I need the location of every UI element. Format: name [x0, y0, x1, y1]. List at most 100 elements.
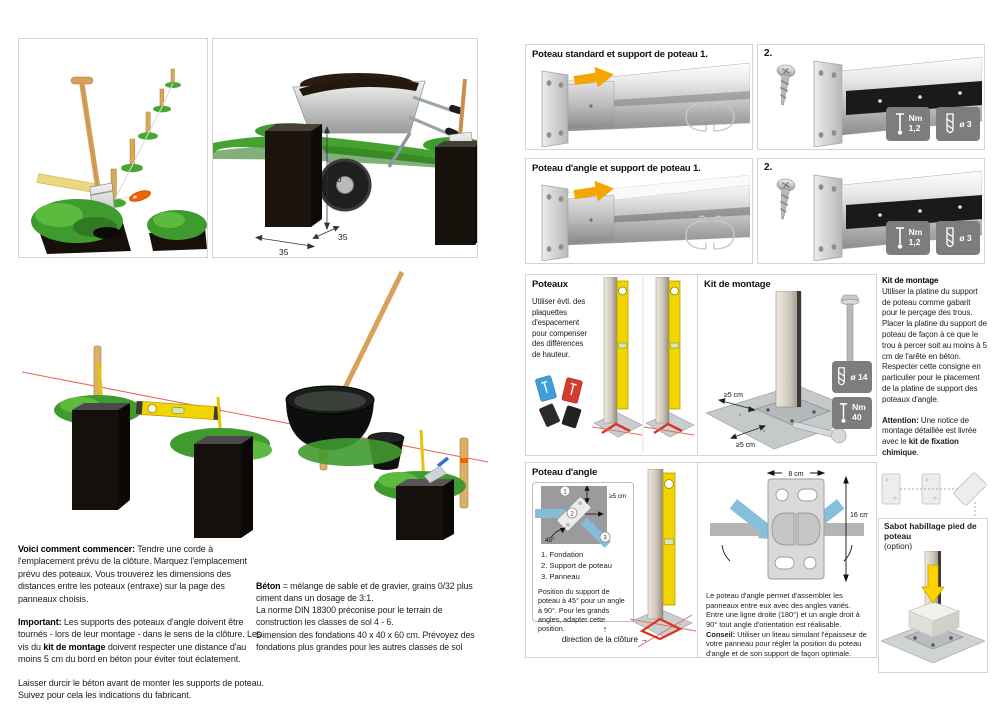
beton-p2: La norme DIN 18300 préconise pour le ter… [256, 605, 443, 628]
drill-badge: ø 3 [936, 107, 980, 141]
plate-dimension-diagram: 8 cm 16 cm [710, 469, 868, 583]
site-marking-illustration [31, 68, 207, 254]
svg-text:2: 2 [570, 511, 574, 517]
post-with-level-b [643, 277, 695, 438]
angle-post-profile-icon [685, 215, 735, 250]
clearance-label-1: ≥5 cm [724, 392, 743, 399]
beton-p3: Dimension des fondations 40 x 40 x 60 cm… [256, 629, 475, 652]
red-square-marker [639, 617, 683, 641]
drill-bit-icon [946, 113, 955, 134]
down-arrow-icon [921, 564, 945, 604]
angle-rail-photo [541, 175, 750, 261]
panel-angle-post-step1: Poteau d'angle et support de poteau 1. [525, 158, 753, 264]
wheelbarrow [292, 73, 463, 212]
fresh-block-3 [374, 429, 466, 540]
panel-foundation-dims: 60 35 35 [212, 38, 483, 258]
beton-text: Béton = mélange de sable et de gravier, … [256, 580, 484, 653]
panel-bar-left [535, 509, 565, 518]
dim-width-label: 35 [279, 247, 289, 257]
wrench-icon [792, 421, 847, 444]
inset-clearance-label: ≥5 cm [609, 493, 626, 500]
clearance-label-2: ≥5 cm [736, 442, 755, 449]
svg-text:3: 3 [603, 535, 607, 541]
grass-mid [298, 438, 402, 466]
panel-title: Poteau d'angle et support de poteau 1. [532, 163, 701, 174]
panel-standard-post-step1: Poteau standard et support de poteau 1. [525, 44, 753, 150]
angle-legend: 1. Fondation 2. Support de poteau 3. Pan… [541, 549, 631, 582]
fence-line-illustration [21, 270, 489, 540]
drill-bit-icon [838, 367, 846, 386]
stake-grass [102, 82, 181, 208]
intro-text: Voici comment commencer: Tendre une cord… [18, 543, 264, 712]
plate-panel-text: Le poteau d'angle permet d'assembler les… [706, 591, 867, 658]
right-arrow-icon: → [640, 635, 649, 644]
sabot-illustration [881, 551, 985, 664]
mounting-plate [767, 478, 825, 580]
orange-arrow-icon [573, 180, 614, 202]
sabot-cover [908, 601, 961, 638]
spirit-level [135, 400, 221, 421]
foundation-block-left [255, 123, 323, 227]
dim-depth-label: 35 [338, 232, 348, 242]
grass-patch-right [147, 210, 207, 251]
screwdriver-icon [895, 227, 904, 249]
step-number: 2. [764, 48, 773, 59]
legend-item: 1. Fondation [541, 550, 584, 559]
angle-post-photo [630, 469, 696, 648]
screwdriver-icon [895, 113, 904, 135]
panel-site-marking [18, 38, 208, 258]
kit-text-attention: Attention: Une notice de montage détaill… [882, 415, 977, 457]
kit-montage-text: Kit de montage Utiliser la platine du su… [882, 276, 988, 459]
orange-arrow-icon [573, 66, 614, 88]
dimension-lines [254, 125, 340, 250]
intro-p2: Important: Les supports des poteaux d'an… [18, 617, 262, 665]
sabot-title: Sabot habillage pied de poteau [884, 521, 977, 541]
mortar-tub [285, 270, 405, 450]
svg-text:1: 1 [563, 489, 567, 495]
panel-sabot: Sabot habillage pied de poteau (option) [878, 518, 988, 673]
intro-p1: Voici comment commencer: Tendre une cord… [18, 544, 247, 604]
stake-row [110, 68, 175, 203]
swing-hint-arcs [721, 544, 853, 562]
poteaux-text: Utiliser évtl. des plaquettes d'espaceme… [532, 297, 587, 359]
intro-p3: Laisser durcir le béton avant de monter … [18, 677, 264, 701]
standard-rail-photo [541, 62, 750, 147]
angle-note: Position du support de poteau à 45° pour… [538, 587, 625, 634]
plate-alignment-diagram [881, 472, 987, 516]
beton-p1: Béton = mélange de sable et de gravier, … [256, 581, 473, 604]
panel-poteaux: Poteaux Utiliser évtl. des plaquettes d'… [525, 274, 698, 456]
callout-circles [559, 486, 611, 543]
sabot-subtitle: (option) [884, 540, 913, 551]
drill-badge: ø 3 [936, 221, 980, 255]
screw-icon [776, 178, 796, 220]
panel-title: Poteau standard et support de poteau 1. [532, 49, 708, 60]
foundation-block-right [423, 78, 483, 245]
post-profile-icon [685, 102, 735, 132]
dim-height-label: 60 [332, 174, 342, 184]
up-arrow-icon: ↑ [602, 624, 608, 634]
trowel-icon [423, 456, 450, 484]
panel-poteau-angle: Poteau d'angle ≥5 cm 45° 1 2 [525, 462, 698, 658]
stake-marker [460, 458, 468, 463]
string-winder [129, 190, 151, 202]
posts-with-levels [592, 277, 695, 453]
drill-badge: ø 14 [832, 361, 872, 393]
cured-block-1 [54, 361, 142, 510]
legend-item: 2. Support de poteau [541, 561, 612, 570]
string-line [114, 82, 174, 200]
inset-angle-label: 45° [545, 536, 555, 544]
post-with-level-a [592, 277, 643, 438]
cured-block-2 [170, 396, 272, 538]
panel-title: Poteaux [532, 279, 568, 290]
sabot-title-block: Sabot habillage pied de poteau (option) [884, 521, 984, 552]
kit-montage-illustration: ≥5 cm ≥5 cm [705, 291, 871, 450]
kit-text-title: Kit de montage [882, 276, 939, 285]
direction-label: ↑ direction de la clôture → [530, 624, 680, 645]
panel-title: Kit de montage [704, 279, 771, 290]
